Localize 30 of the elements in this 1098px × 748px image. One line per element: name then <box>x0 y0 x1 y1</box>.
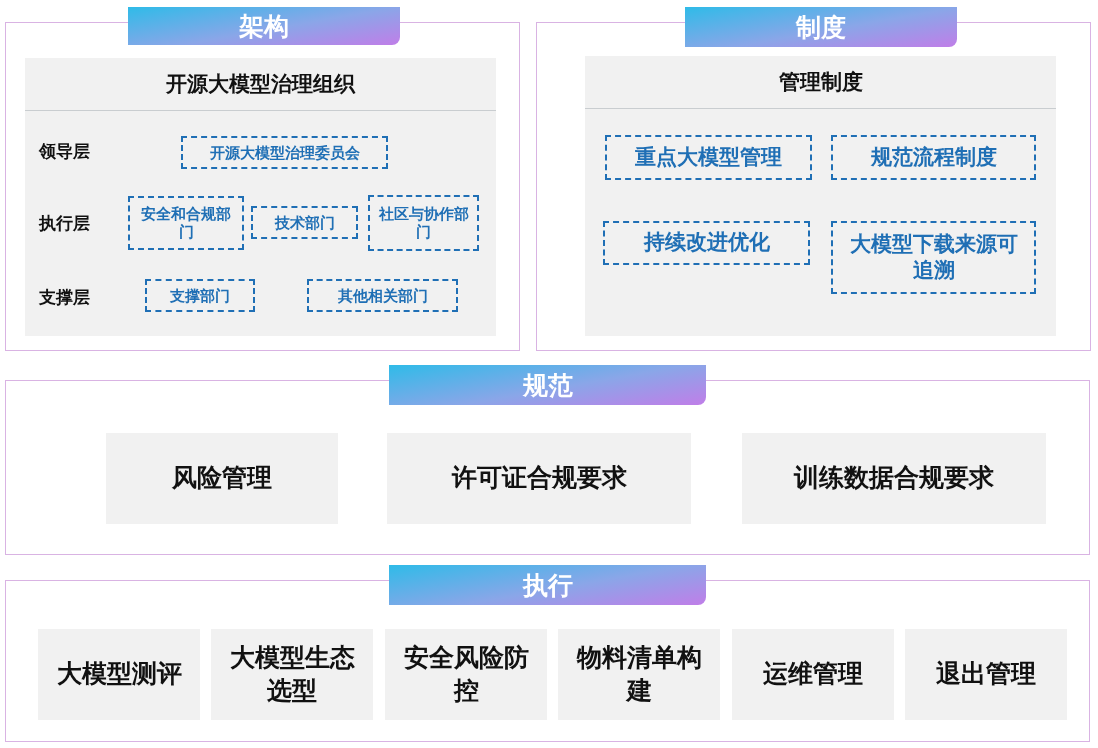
row-label: 执行层 <box>39 212 90 235</box>
dashed-box: 社区与协作部门 <box>368 195 479 251</box>
dashed-box: 大模型下载来源可追溯 <box>831 221 1036 294</box>
dashed-box: 重点大模型管理 <box>605 135 812 180</box>
dashed-box: 规范流程制度 <box>831 135 1036 180</box>
item-box: 大模型生态选型 <box>211 629 373 720</box>
item-box: 许可证合规要求 <box>387 433 691 524</box>
section-tab: 架构 <box>128 7 400 45</box>
item-box: 运维管理 <box>732 629 894 720</box>
panel-heading: 开源大模型治理组织 <box>25 58 496 111</box>
dashed-box: 持续改进优化 <box>603 221 810 265</box>
item-box: 安全风险防控 <box>385 629 547 720</box>
dashed-box: 安全和合规部门 <box>128 196 244 250</box>
dashed-box: 其他相关部门 <box>307 279 458 312</box>
item-box: 风险管理 <box>106 433 338 524</box>
item-box: 退出管理 <box>905 629 1067 720</box>
dashed-box: 开源大模型治理委员会 <box>181 136 388 169</box>
item-box: 大模型测评 <box>38 629 200 720</box>
section-tab: 制度 <box>685 7 957 47</box>
item-box: 训练数据合规要求 <box>742 433 1046 524</box>
dashed-box: 支撑部门 <box>145 279 255 312</box>
panel-background <box>585 56 1056 336</box>
section-tab: 规范 <box>389 365 706 405</box>
panel-heading: 管理制度 <box>585 56 1056 109</box>
section-tab: 执行 <box>389 565 706 605</box>
row-label: 领导层 <box>39 140 90 163</box>
item-box: 物料清单构建 <box>558 629 720 720</box>
dashed-box: 技术部门 <box>251 206 358 239</box>
row-label: 支撑层 <box>39 286 90 309</box>
panel-background <box>25 58 496 336</box>
